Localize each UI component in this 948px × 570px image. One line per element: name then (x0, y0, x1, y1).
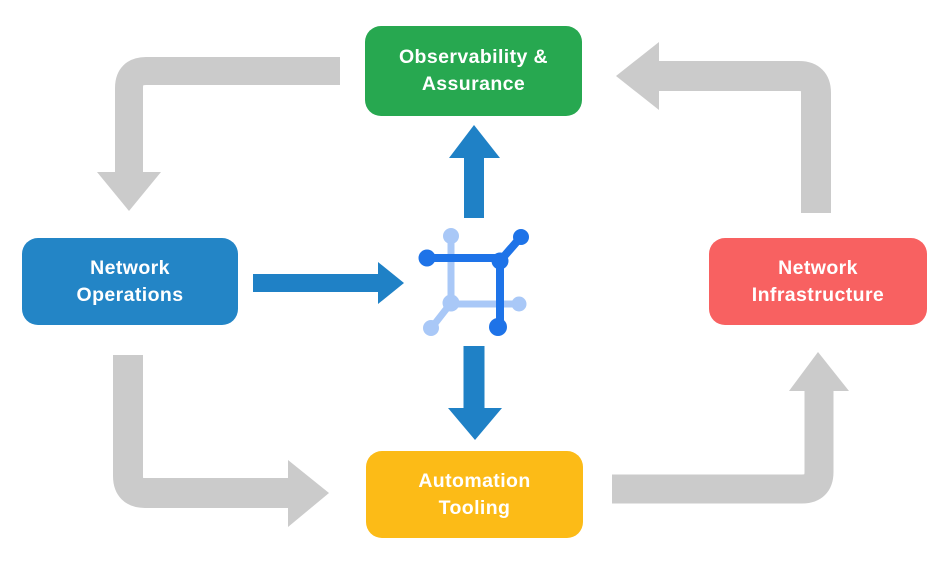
arrow-shaft (115, 57, 340, 174)
node-network-infrastructure: Network Infrastructure (709, 238, 927, 325)
icon-light-bottom-left-node (423, 320, 439, 336)
arrow-head-up (449, 125, 500, 158)
node-automation-tooling: Automation Tooling (366, 451, 583, 538)
node-label: Network Operations (76, 256, 184, 306)
arrow-shaft (113, 355, 288, 508)
icon-light-top-node (443, 228, 459, 244)
arrow-shaft (612, 390, 834, 504)
arrow-head-right (288, 460, 329, 527)
arrow-shaft (659, 61, 831, 213)
arrow-infrastructure-to-observability (616, 42, 831, 213)
arrow-head-right (378, 262, 404, 304)
arrow-head-up (789, 352, 849, 391)
arrow-head-down (448, 408, 502, 440)
node-network-operations: Network Operations (22, 238, 238, 325)
arrow-tooling-to-infrastructure (612, 352, 849, 504)
arrow-head-left (616, 42, 659, 110)
arrow-observability-to-operations (97, 57, 340, 211)
node-label: Automation Tooling (418, 469, 531, 519)
arrow-center-to-observability (449, 125, 500, 218)
network-automation-icon (418, 228, 529, 336)
icon-dark-bottom-node (489, 318, 507, 336)
icon-light-right-node (511, 296, 527, 312)
icon-dark-top-right-node (513, 229, 529, 245)
node-observability-assurance: Observability & Assurance (365, 26, 582, 116)
arrow-operations-to-tooling (113, 355, 329, 527)
icon-dark-left-node (418, 249, 436, 267)
icon-light-corner-node (442, 294, 460, 312)
node-label: Observability & Assurance (398, 46, 549, 95)
arrow-center-to-tooling (448, 346, 502, 440)
arrow-operations-to-center (253, 262, 404, 304)
arrow-head-down (97, 172, 161, 211)
node-label: Network Infrastructure (751, 256, 885, 306)
